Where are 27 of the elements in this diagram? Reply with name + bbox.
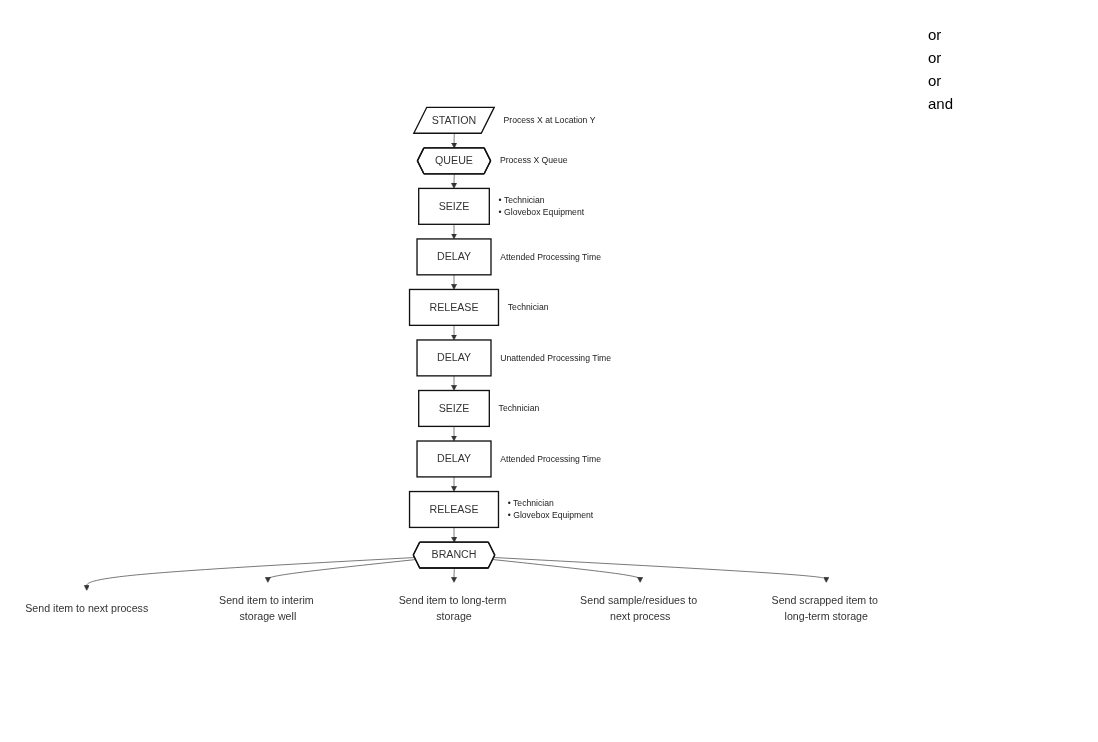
node-box: DELAY [416,440,492,478]
node-text: Send scrapped item to long-term storage [771,594,878,622]
node-box: RELEASE [408,490,500,529]
connector-word: and [928,95,955,112]
node-text: Send item to next process [25,602,149,614]
connector-word: or [928,72,943,89]
block-caption: • Glovebox Equipment [498,207,585,218]
block-caption: Technician [507,302,549,313]
node-box: SEIZE [418,187,490,226]
block-caption: Attended Processing Time [500,453,601,464]
node-box: DELAY [416,339,492,377]
node-text: Send item to interim storage well [219,594,314,622]
node-box: DELAY [416,238,492,276]
connector-word: or [928,49,943,66]
block-caption: • Technician [507,498,554,509]
block-caption: Technician [498,403,540,414]
node-box: RELEASE [408,288,500,327]
block-caption: Process X Queue [499,155,568,166]
block-caption: Process X at Location Y [503,115,596,126]
block-caption: Unattended Processing Time [500,352,612,363]
node-text: Send item to long-term storage [398,594,507,622]
node-text: Send sample/residues to next process [580,594,698,622]
node-box: SEIZE [418,389,490,428]
block-caption: • Technician [498,195,545,206]
connector-word: or [928,26,943,43]
block-caption: • Glovebox Equipment [507,510,594,521]
block-caption: Attended Processing Time [500,251,601,262]
